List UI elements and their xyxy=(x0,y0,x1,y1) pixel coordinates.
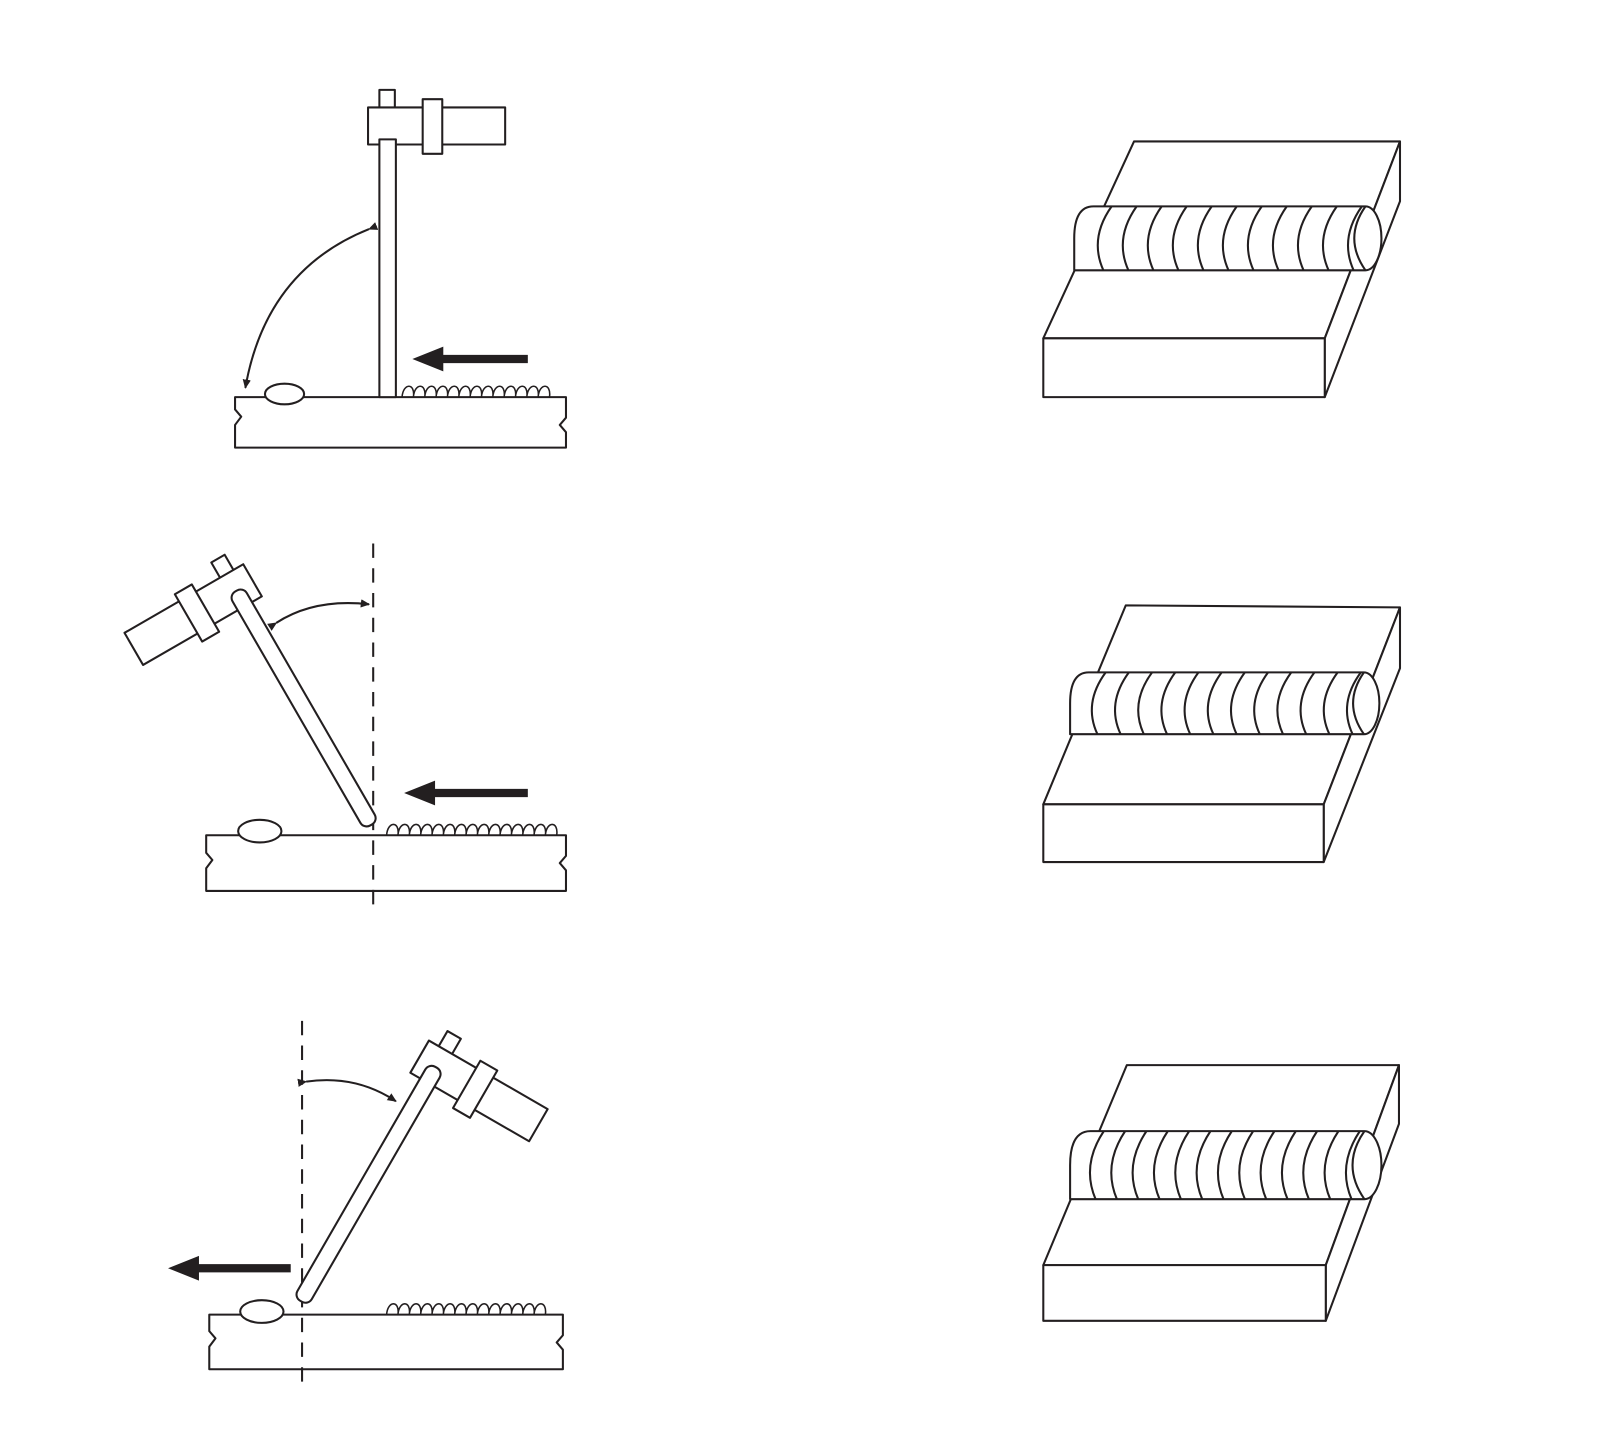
weld-block-1 xyxy=(1042,140,1402,399)
bead-ripple xyxy=(1146,205,1163,271)
bead-ripple xyxy=(1238,1130,1254,1200)
weld-puddle xyxy=(263,382,306,406)
bead-ripple xyxy=(1221,205,1238,271)
bead-ripple xyxy=(1137,671,1153,735)
electrode xyxy=(230,588,377,828)
bead-ripple xyxy=(1114,671,1130,735)
bead-ripples xyxy=(401,385,551,398)
bead-ripple xyxy=(1195,1130,1212,1200)
travel-direction-arrow xyxy=(404,780,528,806)
bead-ripple xyxy=(1302,1130,1318,1200)
weld-bead-side xyxy=(385,1303,547,1315)
weld-bead xyxy=(1069,1130,1383,1201)
panel-drag-angle xyxy=(123,543,568,912)
bead-ripple xyxy=(1246,205,1263,271)
bead-ripple xyxy=(1131,1130,1148,1200)
angle-arrow xyxy=(297,1078,397,1103)
bead-ripple xyxy=(1281,1130,1297,1200)
weld-bead xyxy=(1073,205,1383,272)
bead-ripple xyxy=(1253,671,1269,735)
electrode xyxy=(295,1064,442,1304)
electrode xyxy=(378,138,397,399)
bead-ripple xyxy=(1323,1130,1340,1200)
bead-ripples xyxy=(385,823,558,836)
bead-ripple xyxy=(1259,1130,1276,1200)
bead-ripple xyxy=(1183,671,1200,735)
weld-bead-side xyxy=(385,823,558,836)
bead-ripple xyxy=(1171,205,1188,271)
bead-end xyxy=(1352,671,1365,735)
bead-end xyxy=(1351,1130,1366,1200)
bead-ripple xyxy=(1153,1130,1169,1200)
bead-ripple xyxy=(1206,671,1223,735)
weld-block-2 xyxy=(1042,604,1402,864)
bead-ripple xyxy=(1347,205,1363,271)
bead-ripples xyxy=(385,1303,547,1315)
bead-ripple xyxy=(1110,1130,1126,1200)
bead-ripple xyxy=(1299,671,1316,735)
weld-bead xyxy=(1069,671,1381,736)
bead-ripple xyxy=(1272,205,1288,271)
electrode-holder xyxy=(295,1030,549,1304)
bead-body xyxy=(1073,205,1383,272)
bead-ripple xyxy=(1230,671,1246,735)
bead-ripple xyxy=(1160,671,1177,735)
bead-ripple xyxy=(1121,205,1138,271)
panel-push-angle xyxy=(168,1020,564,1384)
travel-direction-arrow xyxy=(412,346,528,372)
bead-ripple xyxy=(1174,1130,1190,1200)
base-plate xyxy=(205,834,568,892)
weld-puddle xyxy=(239,1299,285,1324)
bead-ripple xyxy=(1346,671,1362,735)
weld-puddle xyxy=(237,818,283,844)
bead-ripple xyxy=(1276,671,1293,735)
electrode-holder xyxy=(123,553,377,828)
bead-ripple xyxy=(1217,1130,1233,1200)
bead-ripple xyxy=(1090,671,1107,735)
base-plate xyxy=(234,396,568,449)
weld-bead-side xyxy=(401,385,551,398)
base-plate xyxy=(208,1313,564,1371)
angle-arrow xyxy=(242,222,379,389)
bead-ripple xyxy=(1096,205,1113,271)
panel-perpendicular xyxy=(234,88,568,449)
bead-ripple xyxy=(1322,671,1339,735)
electrode-holder xyxy=(367,88,507,399)
bead-ripple xyxy=(1089,1130,1105,1200)
weld-block-3 xyxy=(1042,1064,1400,1322)
bead-ripple xyxy=(1322,205,1338,271)
angle-arrow xyxy=(267,599,371,631)
travel-direction-arrow xyxy=(168,1255,291,1281)
bead-ripple xyxy=(1196,205,1213,271)
bead-ripple xyxy=(1345,1130,1361,1200)
bead-ripple xyxy=(1297,205,1313,271)
bead-end xyxy=(1353,205,1367,271)
